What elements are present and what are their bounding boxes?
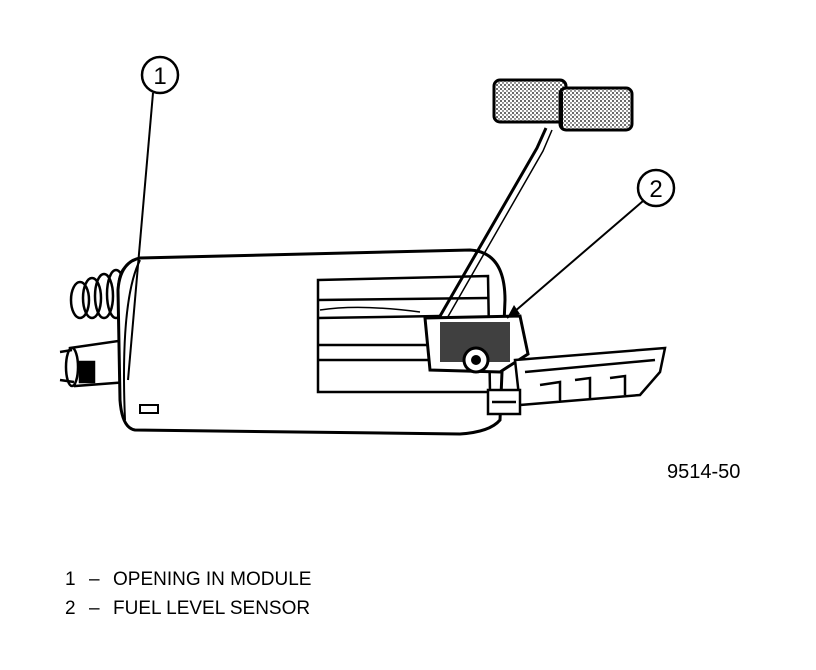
legend-item-1-text: OPENING IN MODULE bbox=[113, 569, 311, 590]
legend-item-2-number: 2 bbox=[65, 598, 76, 619]
float bbox=[492, 78, 634, 132]
fuel-level-sensor bbox=[423, 314, 530, 374]
mounting-bracket bbox=[486, 346, 667, 416]
module-body bbox=[116, 248, 507, 436]
legend-item-2-text: FUEL LEVEL SENSOR bbox=[113, 598, 310, 619]
legend: 1 – OPENING IN MODULE 2 – FUEL LEVEL SEN… bbox=[65, 569, 311, 619]
figure-id: 9514-50 bbox=[667, 461, 740, 483]
callout-2: 2 bbox=[506, 168, 676, 319]
legend-item-2-dash: – bbox=[89, 598, 100, 619]
legend-item-1-number: 1 bbox=[65, 569, 76, 590]
callout-2-number: 2 bbox=[649, 176, 662, 203]
float-arm bbox=[430, 127, 553, 335]
outlet-fitting bbox=[59, 338, 130, 388]
callout-1: 1 bbox=[127, 55, 180, 381]
legend-item-1-dash: – bbox=[89, 569, 100, 590]
callout-1-number: 1 bbox=[153, 63, 166, 90]
